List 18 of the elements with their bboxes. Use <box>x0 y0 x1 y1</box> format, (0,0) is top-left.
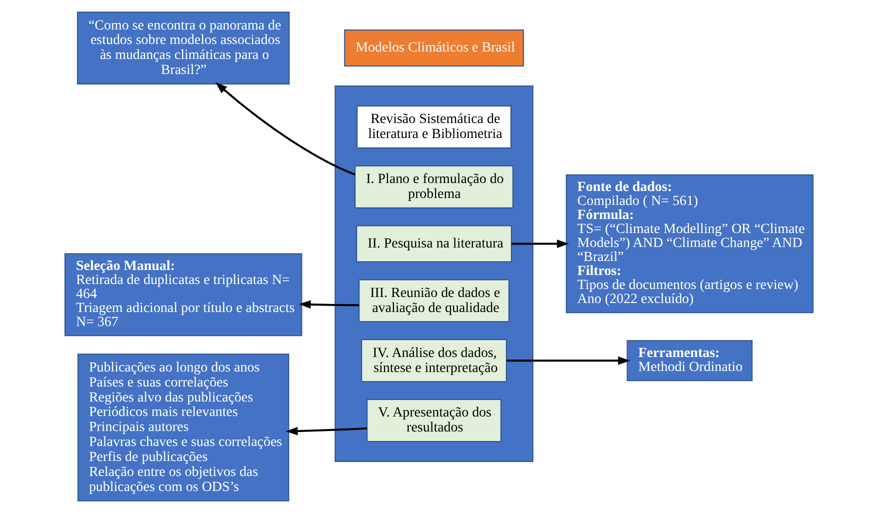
node-box: Publicações ao longo dos anos Países e suas correlações Regiões alvo das publicações Periódicos mais relevantes Principais autores Palavras chaves e suas correlações Perfis de publicações Relação entre os objetivos das publicações com os ODS’s <box>76 354 289 502</box>
node-box: I. Plano e formulação do problema <box>354 165 513 208</box>
arrow <box>506 356 630 365</box>
arrow <box>298 300 358 309</box>
cluster <box>334 85 533 462</box>
node-box: Seleção Manual: Retirada de duplicatas e triplicatas N= 464 Triagem adicional por título e abstracts N= 367 <box>64 253 302 336</box>
node-box: IV. Análise dos dados, síntese e interpretação <box>360 339 506 382</box>
arrow <box>285 426 366 436</box>
node-box: Ferramentas: Methodi Ordinatio <box>626 340 752 382</box>
arrow <box>510 240 568 248</box>
node-box: III. Reunião de dados e avaliação de qualidade <box>358 279 509 322</box>
node-box: V. Apresentação dos resultados <box>366 399 501 442</box>
node-box: Modelos Climáticos e Brasil <box>344 30 524 66</box>
node-box: II. Pesquisa na literatura <box>356 225 512 262</box>
node-box: Fonte de dados: Compilado ( N= 561) Fórmula: TS= (“Climate Modelling” OR “Climate Models”) AND “Climate Change” AND “Brazil” Filtros: Tipos de documentos (artigos e review) Ano (2022 excluído) <box>565 174 813 314</box>
arrow <box>214 82 355 176</box>
node-box: “Como se encontra o panorama de estudos sobre modelos associados às mudanças climáticas para o Brasil?” <box>76 12 290 84</box>
node-box: Revisão Sistemática de literatura e Bibliometria <box>356 105 511 148</box>
